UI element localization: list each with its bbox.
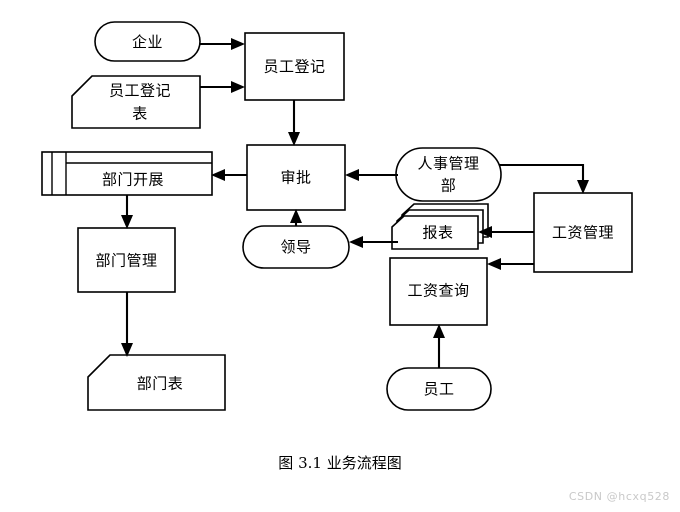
edge-gongzi-guanli-to-gongzi-chaxun — [487, 258, 534, 270]
edge-yuangong-dengji-biao-to-yuangong-dengji — [200, 81, 245, 93]
node-renshi-guanli-bu[interactable]: 人事管理 部 — [395, 147, 502, 202]
yuangong-label: 员工 — [423, 380, 454, 398]
arrowhead — [349, 236, 363, 248]
edge-shenpi-to-bumen-kaizhan — [211, 169, 247, 181]
gongzi-guanli-shape — [533, 192, 633, 273]
edge-renshi-guanli-bu-to-gongzi-guanli — [499, 163, 589, 194]
arrowhead — [121, 215, 133, 229]
shenpi-shape — [246, 144, 346, 211]
edge-baobiao-to-lingdao — [349, 236, 398, 248]
baobiao-sheet-front — [391, 215, 479, 250]
arrowhead — [231, 38, 245, 50]
csdn-watermark: CSDN @hcxq528 — [569, 490, 670, 503]
edge-bumen-kaizhan-to-bumen-guanli — [121, 195, 133, 229]
arrowhead — [345, 169, 359, 181]
gongzi-chaxun-label: 工资查询 — [407, 282, 469, 300]
shenpi-label: 审批 — [280, 169, 311, 187]
node-yuangong-dengji-biao[interactable]: 员工登记 表 — [71, 75, 201, 129]
bumen-biao-shape — [87, 354, 226, 411]
edge-qiye-to-yuangong-dengji — [200, 38, 245, 50]
node-gongzi-guanli[interactable]: 工资管理 — [533, 192, 633, 273]
node-gongzi-chaxun[interactable]: 工资查询 — [389, 257, 488, 326]
node-bumen-guanli[interactable]: 部门管理 — [77, 227, 176, 293]
edge-lingdao-to-shenpi — [290, 209, 302, 226]
edge-yuangong-dengji-to-shenpi — [288, 100, 300, 146]
arrowhead — [478, 226, 492, 238]
yuangong-dengji-biao-shape — [71, 75, 201, 129]
bumen-guanli-label: 部门管理 — [95, 252, 157, 270]
arrowhead — [487, 258, 501, 270]
lingdao-label: 领导 — [280, 238, 311, 256]
edge-renshi-guanli-bu-to-shenpi — [345, 169, 398, 181]
node-shenpi[interactable]: 审批 — [246, 144, 346, 211]
arrowhead — [288, 132, 300, 146]
gongzi-chaxun-shape — [389, 257, 488, 326]
arrowhead — [211, 169, 225, 181]
renshi-guanli-bu-label-line2: 部 — [441, 177, 457, 195]
arrowhead — [231, 81, 245, 93]
node-yuangong[interactable]: 员工 — [386, 367, 492, 411]
edge-gongzi-guanli-to-baobiao — [478, 226, 534, 238]
renshi-guanli-bu-label-line1: 人事管理 — [417, 155, 479, 173]
arrowhead — [577, 180, 589, 194]
bumen-kaizhan-label: 部门开展 — [102, 171, 164, 189]
yuangong-dengji-label: 员工登记 — [263, 58, 325, 76]
node-yuangong-dengji[interactable]: 员工登记 — [244, 32, 345, 101]
figure-caption: 图 3.1 业务流程图 — [278, 454, 401, 472]
yuangong-dengji-biao-label-line2: 表 — [132, 105, 148, 123]
node-qiye[interactable]: 企业 — [94, 21, 201, 62]
yuangong-dengji-biao-label-line1: 员工登记 — [109, 82, 171, 100]
node-lingdao[interactable]: 领导 — [242, 225, 350, 269]
qiye-shape — [94, 21, 201, 62]
yuangong-dengji-shape — [244, 32, 345, 101]
bumen-biao-label: 部门表 — [137, 375, 184, 393]
arrowhead — [433, 324, 445, 338]
arrowhead — [121, 343, 133, 357]
edge-line — [499, 163, 585, 184]
arrowhead — [290, 209, 302, 223]
bumen-guanli-shape — [77, 227, 176, 293]
qiye-label: 企业 — [132, 33, 163, 51]
node-bumen-biao[interactable]: 部门表 — [87, 354, 226, 411]
edge-bumen-guanli-to-bumen-biao — [121, 292, 133, 357]
bumen-kaizhan-shape — [41, 151, 213, 196]
baobiao-label: 报表 — [422, 224, 453, 242]
gongzi-guanli-label: 工资管理 — [552, 224, 614, 242]
node-bumen-kaizhan[interactable]: 部门开展 — [41, 151, 213, 196]
edge-yuangong-to-gongzi-chaxun — [433, 324, 445, 368]
node-baobiao[interactable]: 报表 — [391, 203, 489, 250]
